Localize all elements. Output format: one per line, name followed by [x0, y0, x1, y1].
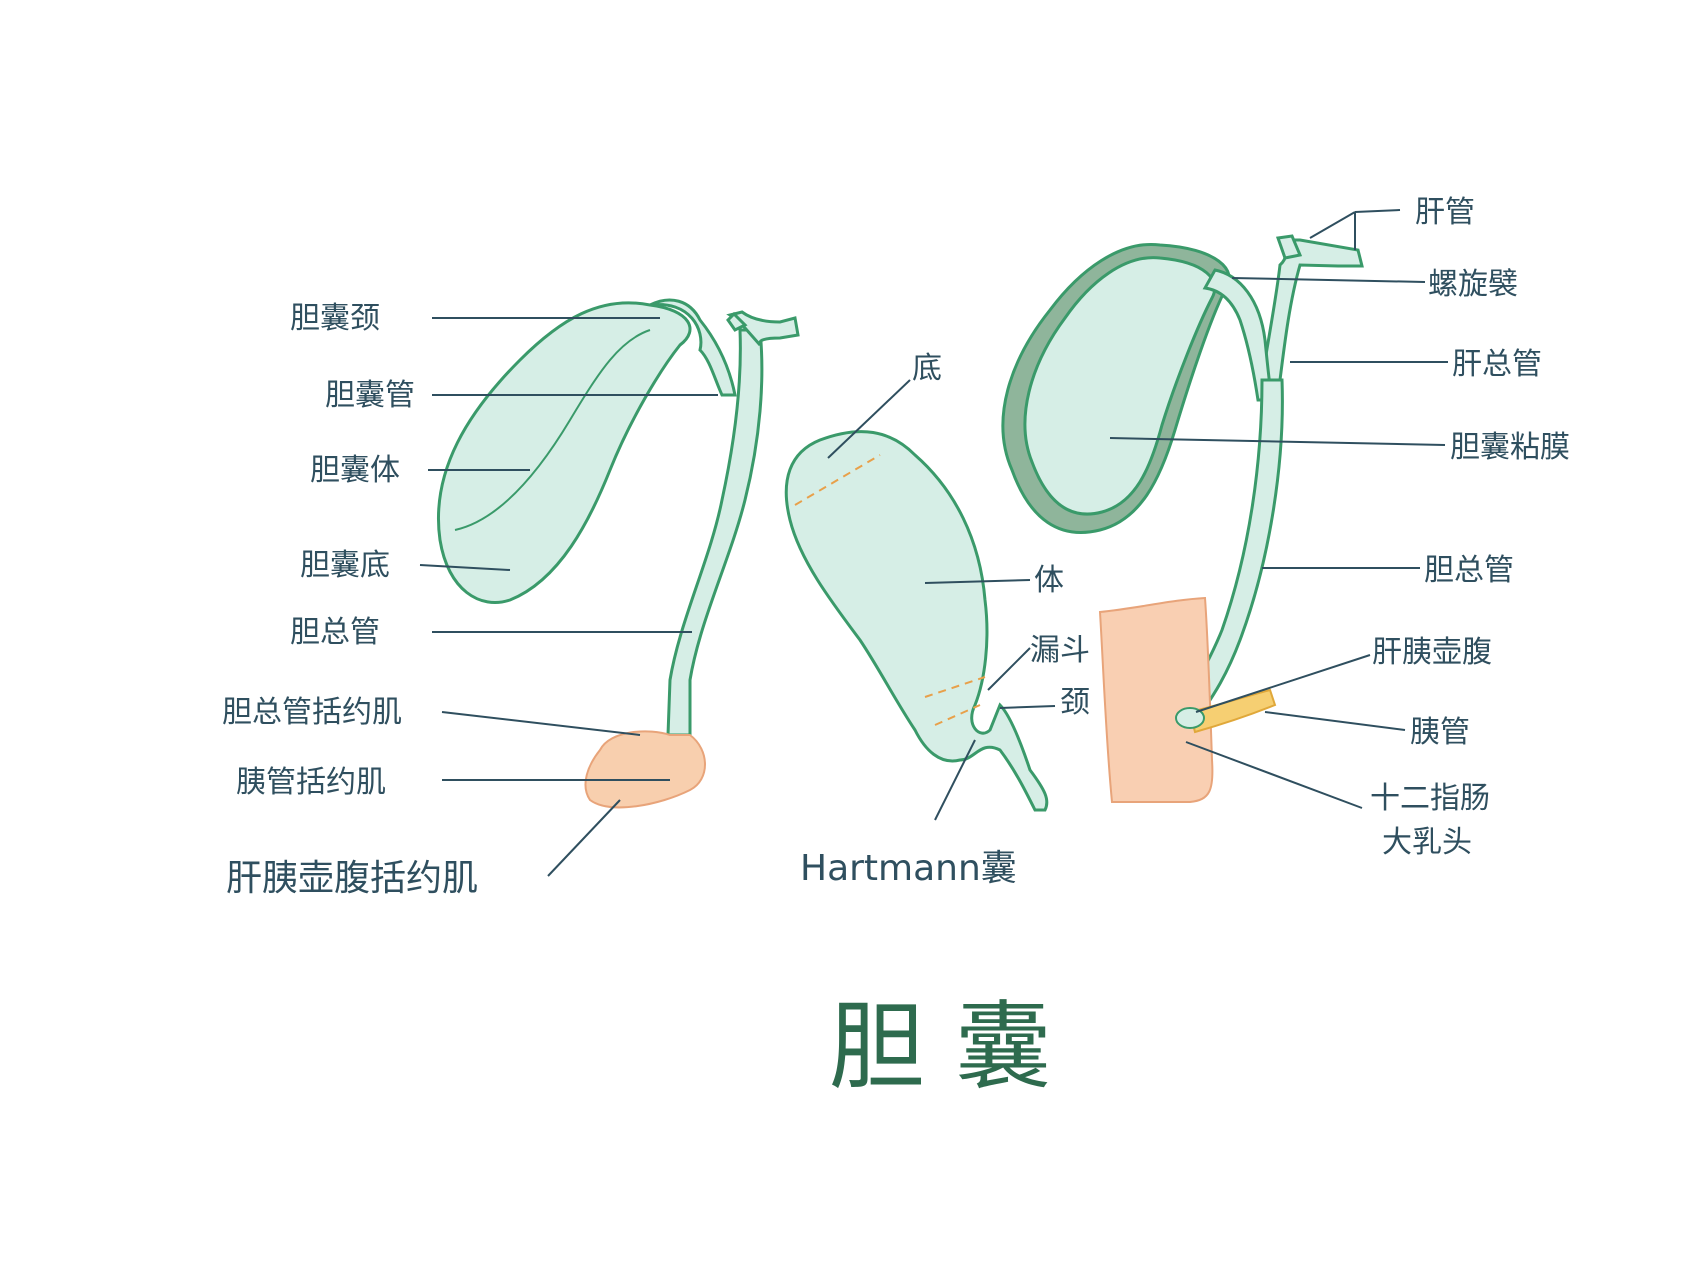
label-spiral-folds: 螺旋襞 [1428, 267, 1518, 302]
label-hartmann-pouch: Hartmann囊 [800, 848, 1017, 889]
label-gallbladder-fundus: 胆囊底 [300, 548, 390, 583]
left-sphincter-muscle [584, 730, 706, 809]
right-duodenum [1098, 596, 1214, 803]
label-bile-duct-sphincter: 胆总管括约肌 [222, 695, 402, 730]
left-gallbladder-figure [437, 298, 800, 809]
label-duodenum: 十二指肠 [1370, 781, 1490, 816]
label-major-papilla: 大乳头 [1382, 825, 1472, 860]
right-hepatic-ducts [1260, 238, 1364, 382]
label-gallbladder-mucosa: 胆囊粘膜 [1450, 430, 1570, 465]
label-pancreatic-duct-sphincter: 胰管括约肌 [236, 765, 386, 800]
right-hepatic-duct-branch [1275, 234, 1303, 260]
middle-fundus-divider [794, 454, 881, 506]
label-body: 体 [1034, 563, 1064, 598]
right-gallbladder-mucosa [1023, 256, 1217, 516]
middle-gallbladder-sac [784, 430, 1049, 812]
label-hepatic-ducts: 肝管 [1415, 195, 1475, 230]
label-common-bile-duct-right: 胆总管 [1424, 553, 1514, 588]
label-gallbladder-body: 胆囊体 [310, 453, 400, 488]
label-ampulla-sphincter: 肝胰壶腹括约肌 [226, 858, 478, 899]
label-cystic-duct: 胆囊管 [325, 378, 415, 413]
left-gallbladder-sac [437, 301, 692, 604]
page-title: 胆 囊 [829, 991, 1052, 1103]
right-major-papilla [1175, 707, 1205, 729]
label-neck: 颈 [1060, 685, 1090, 720]
label-infundibulum: 漏斗 [1030, 633, 1090, 668]
middle-gallbladder-figure [784, 430, 1049, 812]
label-hepatopancreatic-ampulla: 肝胰壶腹 [1372, 635, 1492, 670]
left-hepatic-branch [726, 310, 800, 346]
label-common-hepatic-duct: 肝总管 [1452, 347, 1542, 382]
middle-infundibulum-divider [924, 676, 986, 698]
left-common-bile-duct [666, 328, 764, 737]
left-cystic-duct [649, 298, 737, 397]
right-gallbladder-figure [1001, 234, 1364, 803]
right-cystic-duct [1202, 268, 1274, 402]
label-common-bile-duct-left: 胆总管 [290, 615, 380, 650]
label-pancreatic-duct: 胰管 [1410, 715, 1470, 750]
label-gallbladder-neck: 胆囊颈 [290, 301, 380, 336]
label-fundus: 底 [912, 351, 942, 386]
left-hepatic-branch-2 [726, 311, 748, 332]
